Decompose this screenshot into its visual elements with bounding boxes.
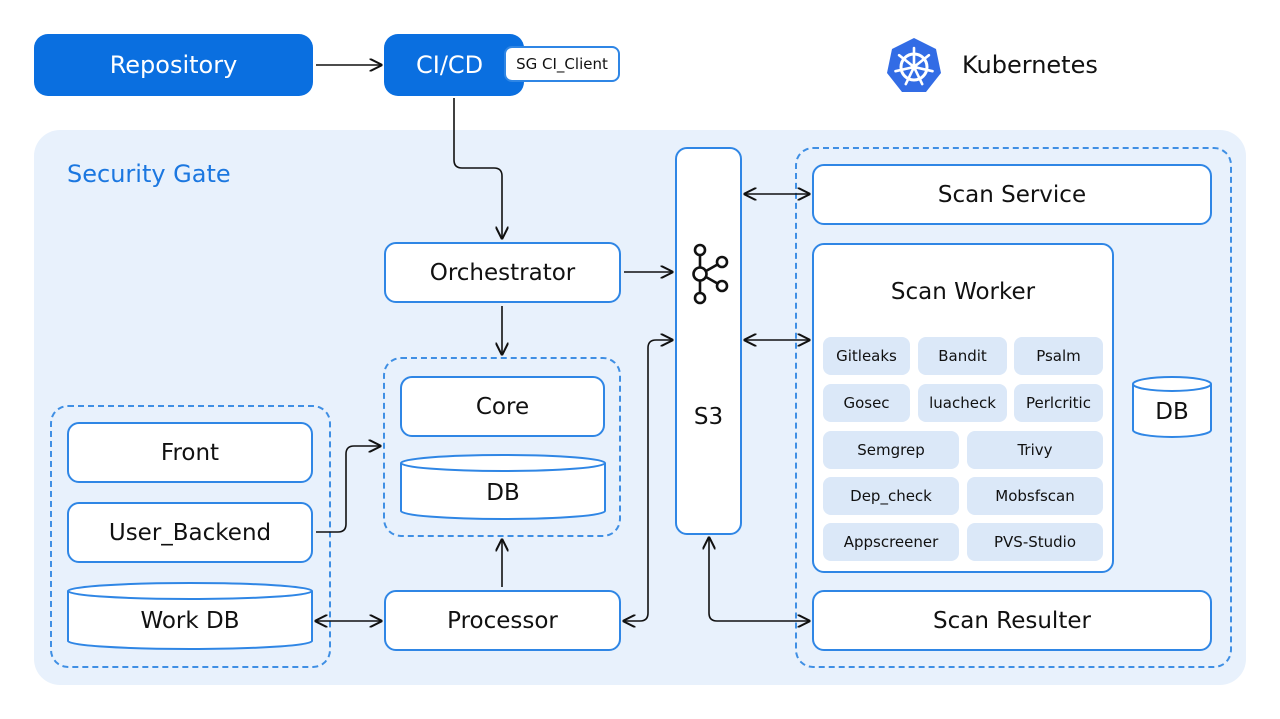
tool-chip-psalm: Psalm (1014, 337, 1103, 375)
core-db-label: DB (486, 480, 520, 506)
s3-box[interactable]: S3 (675, 147, 742, 535)
kafka-icon (692, 243, 729, 305)
tool-chip-bandit: Bandit (918, 337, 1007, 375)
tool-chip-mobsfscan: Mobsfscan (967, 477, 1103, 515)
sg-client-tag[interactable]: SG CI_Client (504, 46, 620, 82)
kubernetes-helm-icon (887, 38, 941, 92)
frontend-group (50, 405, 331, 668)
repository-box[interactable]: Repository (34, 34, 313, 96)
work-db-cylinder: Work DB (67, 582, 313, 650)
scan-service-box[interactable]: Scan Service (812, 164, 1212, 225)
kubernetes-label: Kubernetes (962, 51, 1098, 79)
cicd-box[interactable]: CI/CD (384, 34, 524, 96)
core-group (383, 357, 621, 537)
user-backend-box[interactable]: User_Backend (67, 502, 313, 563)
tool-chip-pvs-studio: PVS-Studio (967, 523, 1103, 561)
scan-resulter-box[interactable]: Scan Resulter (812, 590, 1212, 651)
tool-chip-appscreener: Appscreener (823, 523, 959, 561)
arrow-backend-to-core (316, 446, 380, 533)
kubernetes-group (795, 147, 1232, 668)
tool-chip-gitleaks: Gitleaks (823, 337, 910, 375)
scanner-db-cylinder: DB (1132, 376, 1212, 438)
tool-chip-semgrep: Semgrep (823, 431, 959, 469)
work-db-label: Work DB (140, 608, 240, 634)
security-gate-label: Security Gate (67, 160, 231, 188)
front-box[interactable]: Front (67, 422, 313, 483)
orchestrator-box[interactable]: Orchestrator (384, 242, 621, 303)
arrow-cicd-to-orchestrator (453, 98, 502, 238)
processor-box[interactable]: Processor (384, 590, 621, 651)
s3-label: S3 (693, 404, 724, 430)
core-box[interactable]: Core (400, 376, 605, 437)
tool-chip-trivy: Trivy (967, 431, 1103, 469)
arrow-s3-scan-resulter (709, 538, 809, 621)
tool-chip-luacheck: luacheck (918, 384, 1007, 422)
tool-chip-gosec: Gosec (823, 384, 910, 422)
scan-worker-title: Scan Worker (890, 279, 1036, 305)
arrow-processor-s3 (624, 340, 672, 621)
scanner-db-label: DB (1155, 399, 1189, 425)
cicd-label: CI/CD (416, 51, 484, 79)
tool-chip-dep-check: Dep_check (823, 477, 959, 515)
tool-chip-perlcritic: Perlcritic (1014, 384, 1103, 422)
core-db-cylinder: DB (400, 454, 606, 520)
